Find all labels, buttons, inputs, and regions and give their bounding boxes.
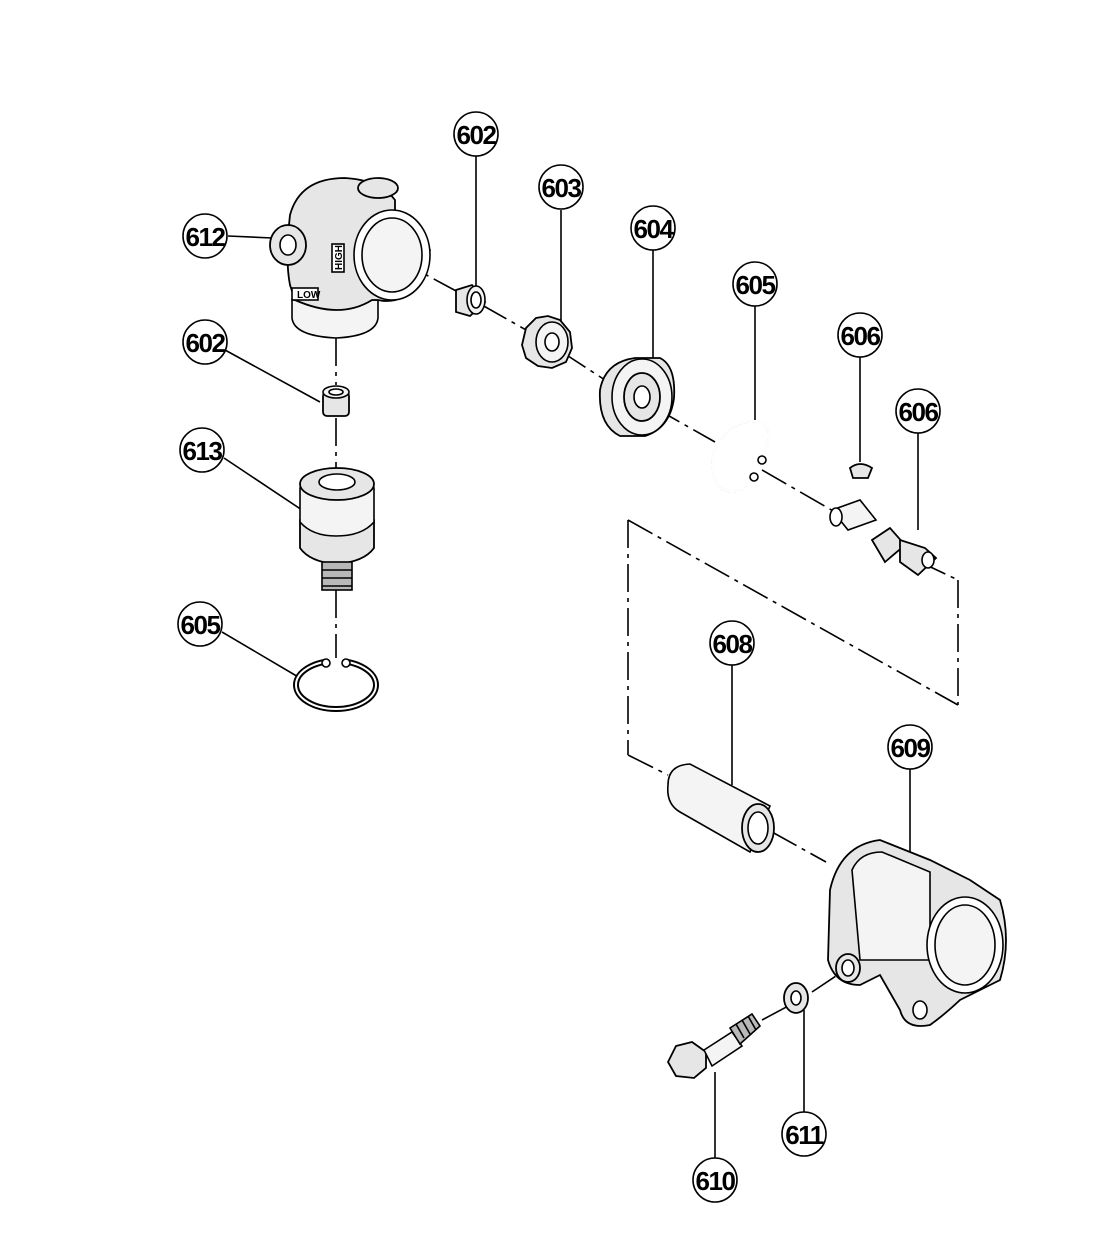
ball-bearing-604: [598, 357, 676, 437]
callouts: 602 603 604 605 606 606 612 602: [177, 111, 941, 1203]
svg-text:602: 602: [186, 328, 226, 358]
callout-613: 613: [179, 427, 225, 473]
housing-high-marking: HIGH: [334, 245, 345, 270]
svg-text:609: 609: [891, 733, 931, 763]
svg-text:603: 603: [542, 173, 582, 203]
leader-lines: [221, 156, 919, 1158]
callout-611: 611: [781, 1111, 827, 1157]
callout-605-right: 605: [732, 261, 778, 307]
callout-606-right: 606: [895, 388, 941, 434]
callout-606-top: 606: [837, 312, 883, 358]
sleeve-608: [666, 763, 775, 854]
svg-text:606: 606: [841, 321, 881, 351]
shaft-606: [829, 499, 938, 577]
callout-608: 608: [709, 620, 755, 666]
gear-603: [521, 315, 573, 369]
retaining-ring-605-left: [293, 658, 379, 712]
callout-603: 603: [538, 164, 584, 210]
clamp-housing-609: [827, 839, 1007, 1027]
svg-text:612: 612: [186, 222, 226, 252]
retaining-ring-605-right: [711, 420, 770, 493]
bolt-610: [666, 1012, 762, 1079]
housing-low-marking: LOW: [297, 290, 321, 301]
svg-text:611: 611: [785, 1120, 823, 1150]
callout-604: 604: [630, 205, 676, 251]
callout-602-left: 602: [182, 319, 228, 365]
svg-text:606: 606: [899, 397, 939, 427]
callout-609: 609: [887, 724, 933, 770]
svg-text:613: 613: [183, 436, 223, 466]
svg-text:605: 605: [736, 270, 776, 300]
spindle-613: [299, 467, 375, 591]
svg-text:602: 602: [457, 120, 497, 150]
callout-605-left: 605: [177, 601, 223, 647]
svg-text:604: 604: [634, 214, 675, 244]
svg-text:605: 605: [181, 610, 221, 640]
callout-612: 612: [182, 213, 228, 259]
needle-bearing-602-top: [455, 283, 487, 318]
key-606: [848, 463, 874, 479]
callout-602-top: 602: [453, 111, 499, 157]
washer-611: [783, 982, 809, 1014]
svg-text:610: 610: [696, 1166, 736, 1196]
needle-bearing-602-left: [322, 385, 350, 417]
housing-612: LOW HIGH: [269, 177, 431, 339]
svg-text:608: 608: [713, 629, 753, 659]
callout-610: 610: [692, 1157, 738, 1203]
